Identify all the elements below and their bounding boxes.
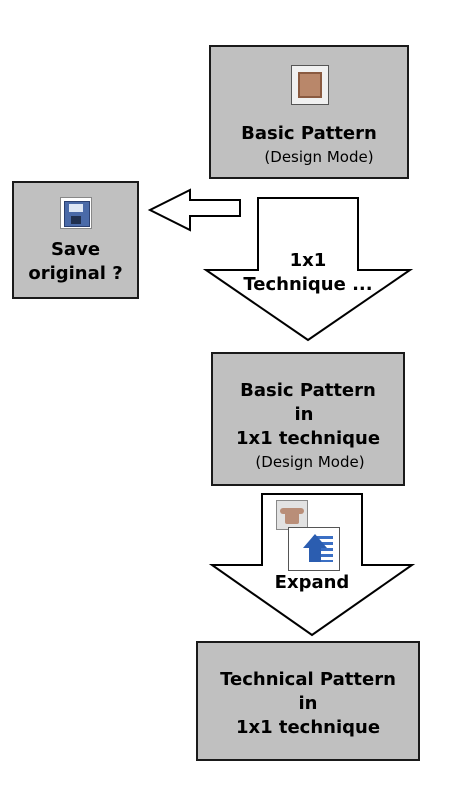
basic-pattern-title: Basic Pattern	[241, 123, 377, 144]
basic-1x1-line3: 1x1 technique	[235, 428, 381, 449]
basic-1x1-line1: Basic Pattern	[240, 380, 376, 401]
technical-line2: in	[298, 693, 318, 714]
save-label-line2: original ?	[28, 263, 123, 284]
basic-pattern-box: Basic Pattern (Design Mode)	[209, 45, 409, 179]
basic-1x1-box: Basic Pattern in 1x1 technique (Design M…	[211, 352, 405, 486]
technical-line1: Technical Pattern	[220, 669, 396, 690]
save-label-line1: Save	[50, 239, 101, 260]
expand-label: Expand	[274, 572, 350, 593]
expand-icon	[288, 527, 340, 571]
technical-line3: 1x1 technique	[235, 717, 381, 738]
basic-1x1-subtitle: (Design Mode)	[255, 453, 365, 471]
shirt-icon	[276, 500, 308, 530]
basic-pattern-subtitle: (Design Mode)	[264, 148, 374, 166]
floppy-disk-icon	[60, 197, 92, 229]
technical-pattern-box: Technical Pattern in 1x1 technique	[196, 641, 420, 761]
technique-arrow	[202, 197, 414, 342]
technique-arrow-label-line1: 1x1	[289, 250, 327, 271]
basic-1x1-line2: in	[294, 404, 314, 425]
left-arrow	[147, 188, 241, 232]
technique-arrow-label-line2: Technique ...	[243, 274, 373, 295]
pattern-swatch-icon	[291, 65, 329, 105]
save-original-box: Save original ?	[12, 181, 139, 299]
